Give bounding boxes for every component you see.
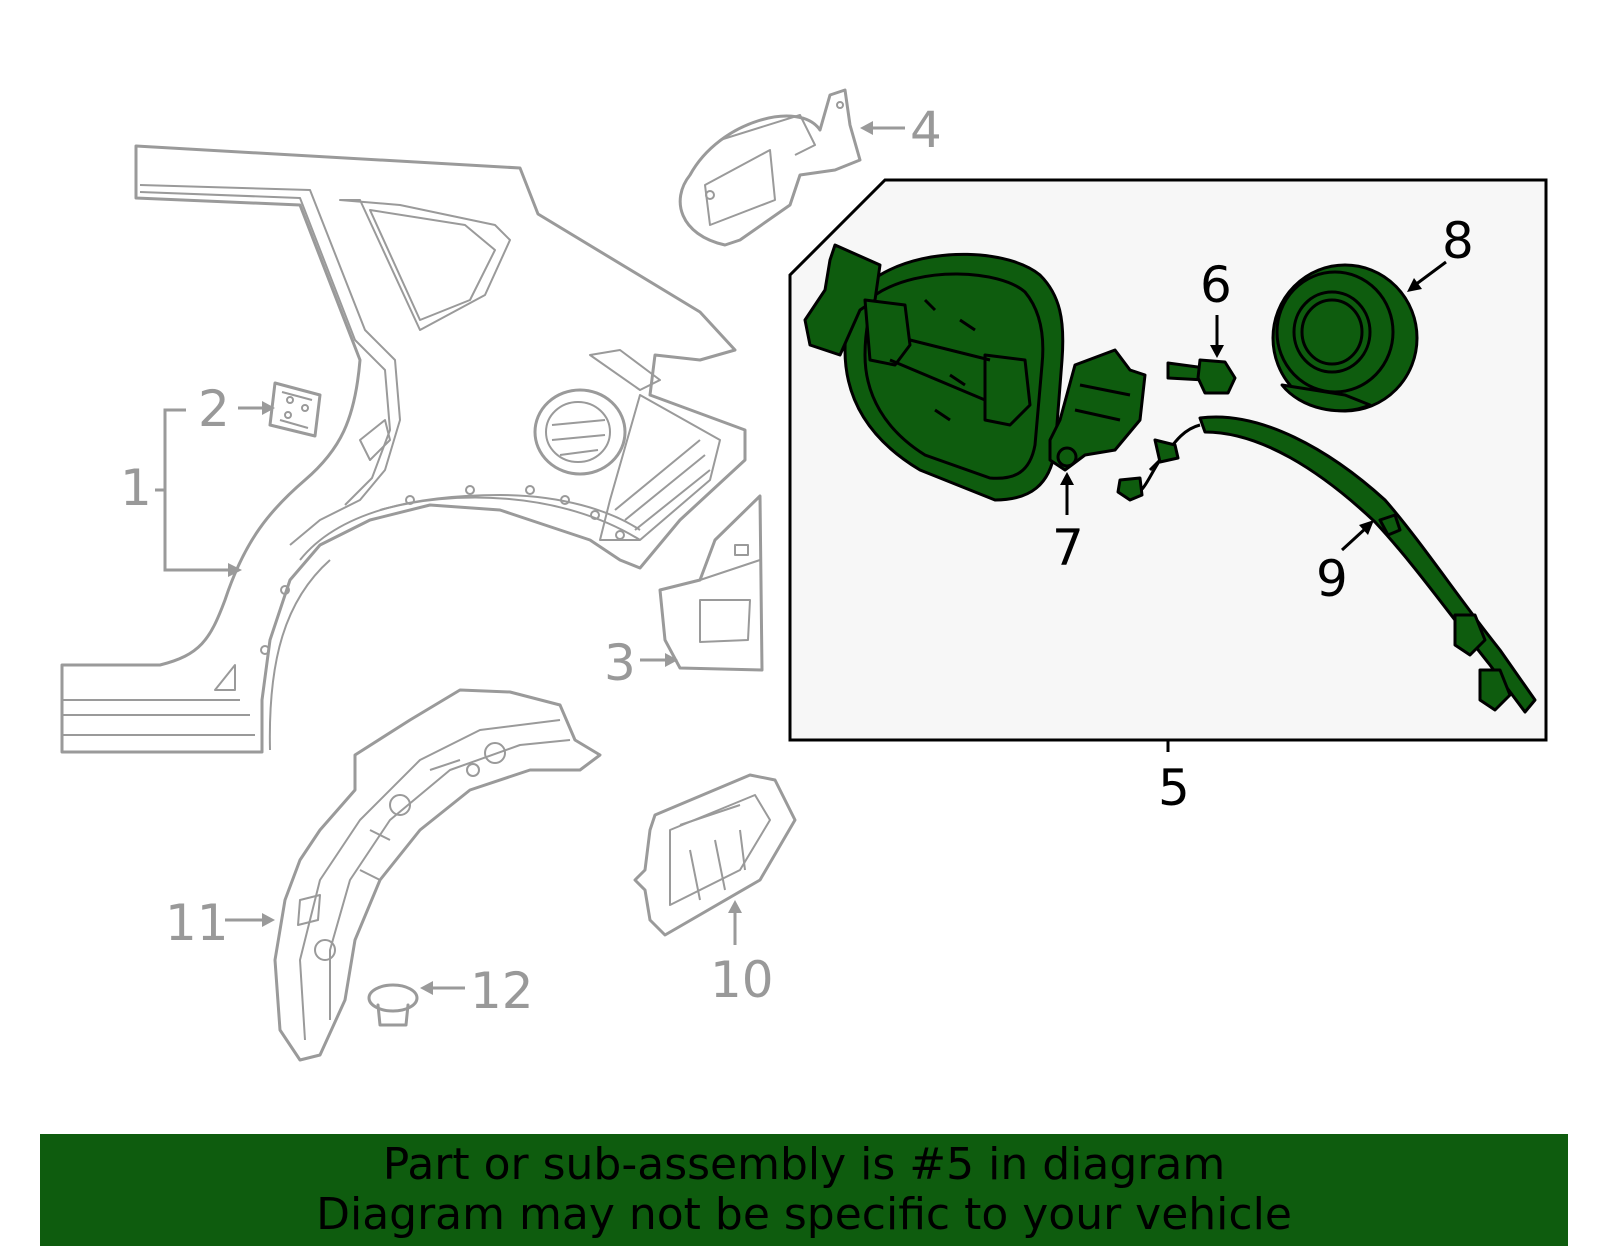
inner-panel-part-3 — [658, 494, 764, 672]
callout-8: 8 — [1442, 212, 1474, 270]
callout-6: 6 — [1200, 256, 1232, 314]
callout-7: 7 — [1052, 519, 1084, 577]
callout-2: 2 — [198, 380, 230, 438]
panel-part-10 — [633, 773, 797, 937]
callout-arrows-black — [1060, 260, 1447, 552]
clip-part-12 — [367, 983, 419, 1027]
filler-ring-part-8-highlight — [1271, 263, 1419, 413]
callout-arrows-gray — [155, 121, 905, 995]
callout-12: 12 — [470, 962, 534, 1020]
info-banner: Part or sub-assembly is #5 in diagram Di… — [40, 1134, 1568, 1246]
callout-3: 3 — [604, 634, 636, 692]
callout-11: 11 — [165, 894, 229, 952]
callout-labels: 1 2 3 4 5 6 7 8 9 10 11 12 — [120, 101, 1474, 1020]
callout-4: 4 — [910, 101, 942, 159]
quarter-panel-part-1 — [60, 144, 747, 754]
wheelhouse-part-11 — [273, 688, 602, 1062]
drain-hose-part-9-highlight — [1116, 415, 1537, 714]
callout-10: 10 — [710, 951, 774, 1009]
bolt-part-6-highlight — [1166, 358, 1237, 395]
banner-line-1: Part or sub-assembly is #5 in diagram — [382, 1139, 1226, 1190]
callout-9: 9 — [1316, 550, 1348, 608]
banner-line-2: Diagram may not be specific to your vehi… — [316, 1189, 1292, 1240]
fuel-door-highlight — [803, 243, 1147, 502]
callout-1: 1 — [120, 459, 152, 517]
callout-5: 5 — [1158, 759, 1190, 817]
bracket-part-2 — [268, 381, 322, 438]
fuel-housing-part-4 — [678, 88, 862, 247]
